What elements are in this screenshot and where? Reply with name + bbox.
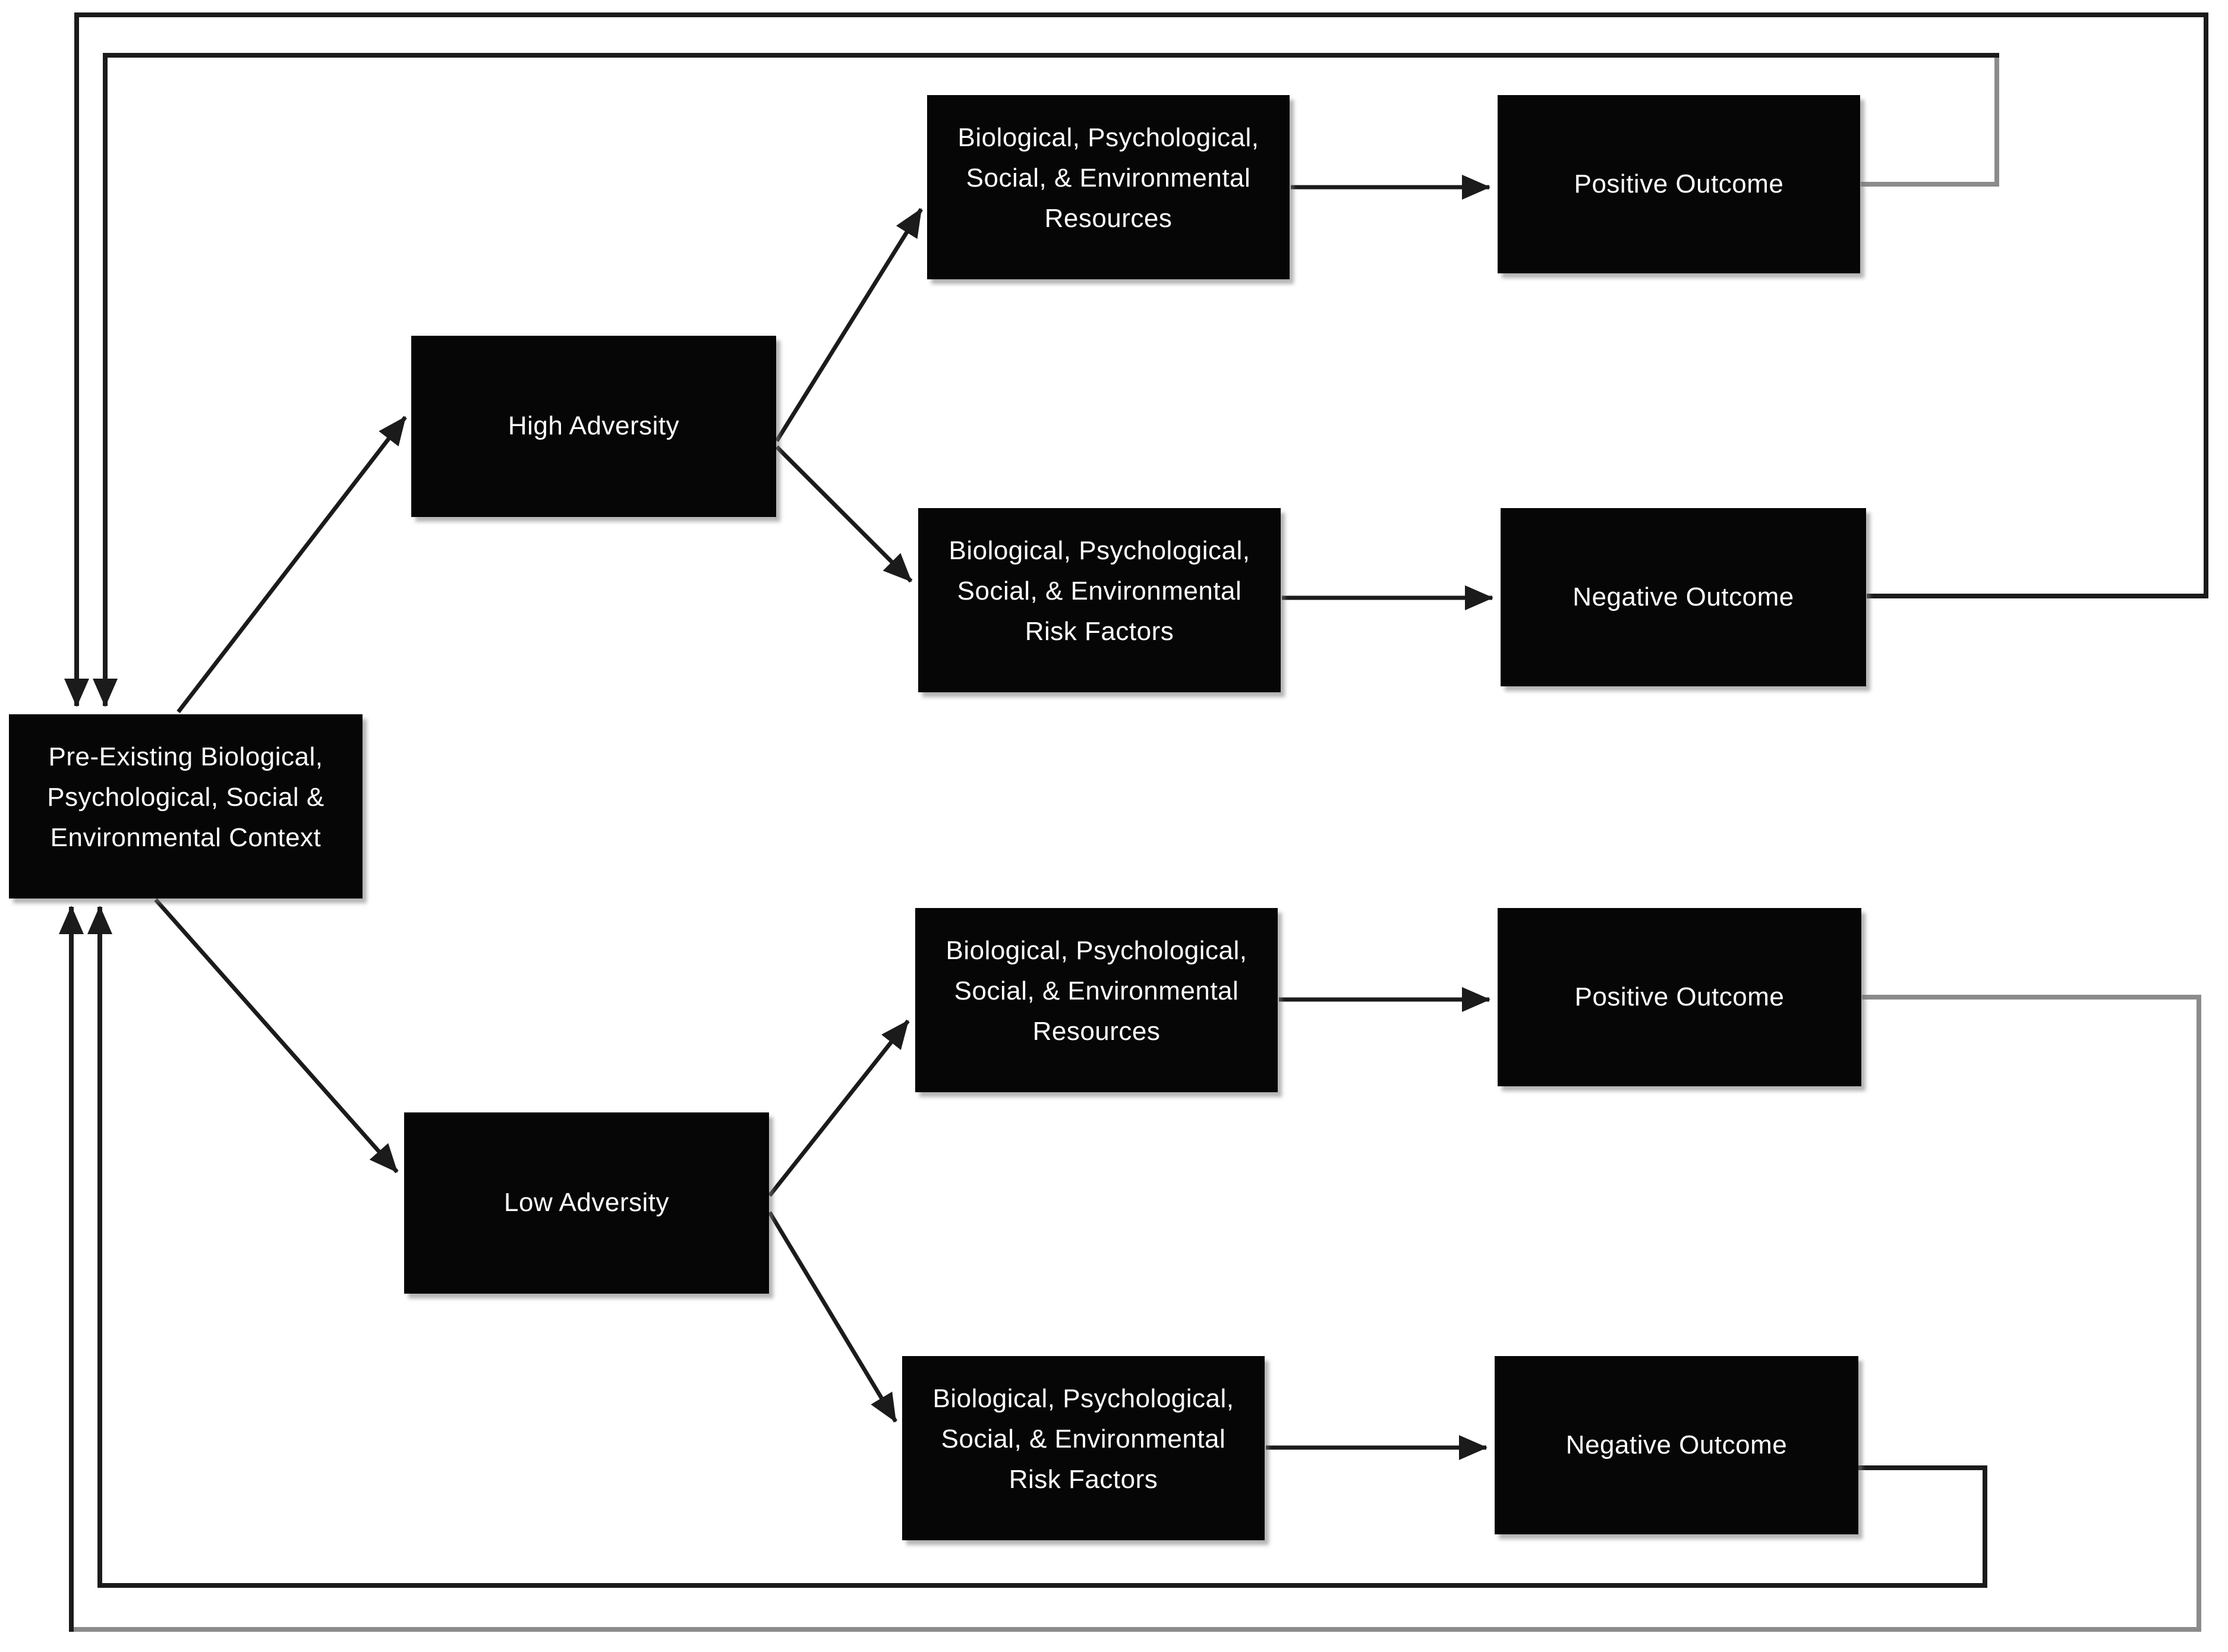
- node-resources-low-label: Biological, Psychological, Social, & Env…: [946, 936, 1247, 1046]
- node-high-adversity-label: High Adversity: [508, 411, 680, 441]
- node-positive-outcome-high-label: Positive Outcome: [1574, 169, 1784, 198]
- edge-context-to-high-adversity: [177, 415, 407, 714]
- edge-high-adversity-to-resources: [775, 208, 923, 442]
- node-risk-factors-high: Biological, Psychological, Social, & Env…: [918, 508, 1281, 692]
- node-risk-factors-low-label: Biological, Psychological, Social, & Env…: [932, 1384, 1234, 1495]
- edge-high-adversity-to-risk-factors: [775, 445, 913, 583]
- edge-low-adversity-to-resources: [768, 1019, 910, 1197]
- node-pre-existing-context: Pre-Existing Biological, Psychological, …: [9, 714, 363, 898]
- node-low-adversity: Low Adversity: [404, 1112, 769, 1294]
- node-resources-low: Biological, Psychological, Social, & Env…: [915, 908, 1278, 1092]
- node-negative-outcome-high-label: Negative Outcome: [1572, 582, 1794, 611]
- node-positive-outcome-low-label: Positive Outcome: [1574, 982, 1785, 1011]
- node-resources-high-label: Biological, Psychological, Social, & Env…: [957, 123, 1259, 234]
- node-negative-outcome-high: Negative Outcome: [1501, 508, 1866, 686]
- node-resources-high: Biological, Psychological, Social, & Env…: [927, 95, 1290, 279]
- node-low-adversity-label: Low Adversity: [504, 1188, 669, 1218]
- edge-context-to-low-adversity: [154, 898, 399, 1174]
- feedback-positive-outcome-high-gray-segment: [1861, 58, 1999, 187]
- node-risk-factors-high-label: Biological, Psychological, Social, & Env…: [948, 536, 1250, 647]
- node-negative-outcome-low: Negative Outcome: [1495, 1356, 1858, 1534]
- node-pre-existing-context-label: Pre-Existing Biological, Psychological, …: [47, 742, 324, 853]
- node-negative-outcome-low-label: Negative Outcome: [1565, 1430, 1788, 1459]
- node-risk-factors-low: Biological, Psychological, Social, & Env…: [902, 1356, 1265, 1540]
- node-high-adversity: High Adversity: [411, 336, 776, 517]
- node-positive-outcome-high: Positive Outcome: [1498, 95, 1860, 273]
- edge-low-adversity-to-risk-factors: [768, 1211, 897, 1423]
- node-positive-outcome-low: Positive Outcome: [1498, 908, 1861, 1086]
